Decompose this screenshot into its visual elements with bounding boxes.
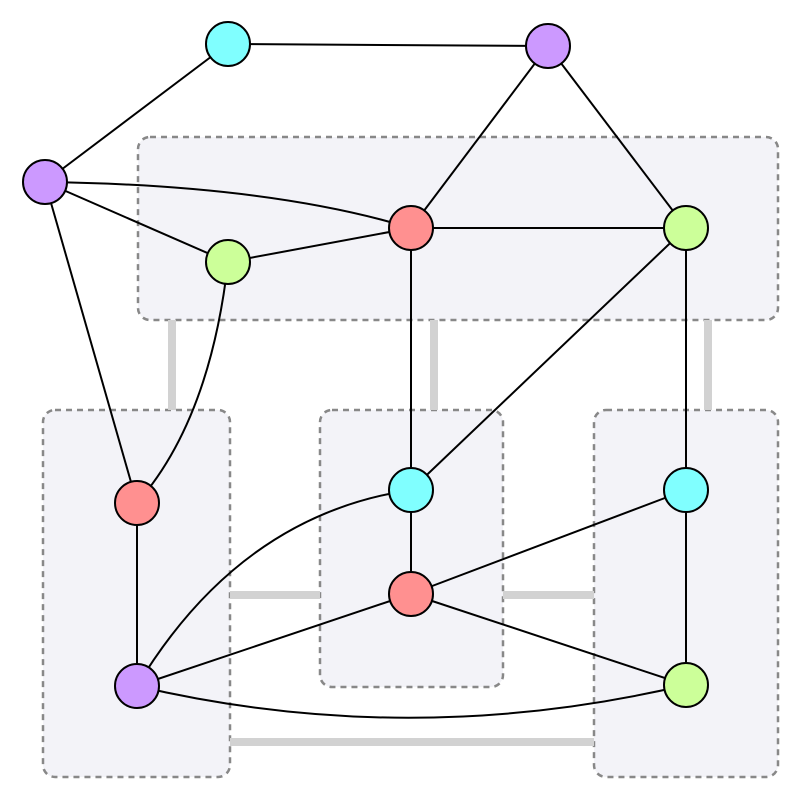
node-n11-cyan — [663, 467, 709, 513]
edge-n1-n3 — [44, 43, 229, 183]
edge-n4-n7 — [136, 261, 229, 504]
node-n5-red — [388, 205, 434, 251]
edge-n10-n12 — [410, 593, 687, 686]
node-layer — [22, 21, 709, 709]
edge-n10-n11 — [410, 489, 687, 595]
edge-n8-n10 — [136, 593, 412, 687]
node-n8-purple — [114, 663, 160, 709]
edge-n3-n7 — [44, 181, 138, 504]
node-n2-purple — [525, 23, 571, 69]
edge-n2-n5 — [410, 45, 549, 229]
node-n10-red — [388, 571, 434, 617]
edge-n8-n12 — [136, 684, 687, 719]
node-n12-green — [663, 662, 709, 708]
node-n4-green — [205, 239, 251, 285]
node-n9-cyan — [388, 467, 434, 513]
edge-n6-n9 — [410, 227, 687, 491]
edge-n2-n6 — [547, 45, 687, 229]
node-n1-cyan — [205, 21, 251, 67]
edge-n4-n5 — [227, 227, 412, 263]
edge-n8-n9 — [136, 489, 412, 687]
node-n7-red — [114, 480, 160, 526]
node-n3-purple — [22, 159, 68, 205]
edge-layer — [44, 43, 687, 719]
edge-n3-n5 — [44, 181, 412, 229]
edge-n1-n2 — [227, 43, 549, 47]
edge-n3-n4 — [44, 181, 229, 263]
node-n6-green — [663, 205, 709, 251]
